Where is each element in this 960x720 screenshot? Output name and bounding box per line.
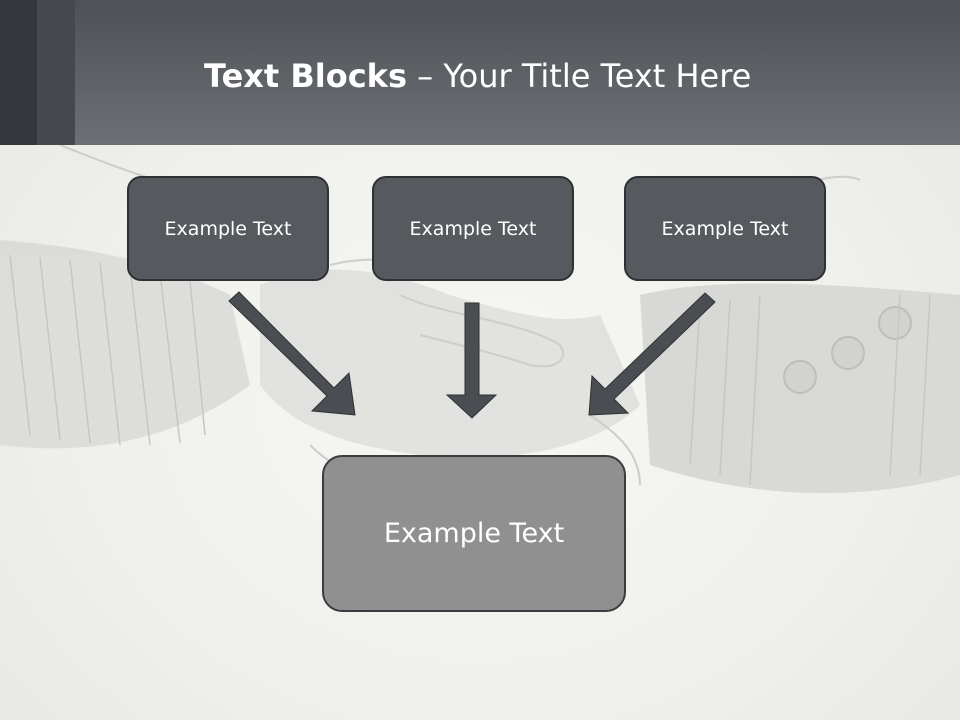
text-block-right-label: Example Text bbox=[661, 217, 789, 240]
text-block-left: Example Text bbox=[127, 176, 329, 281]
text-block-center-label: Example Text bbox=[409, 217, 537, 240]
arrow-right-icon bbox=[588, 292, 716, 416]
target-text-block: Example Text bbox=[322, 455, 626, 612]
title-bar: Text Blocks – Your Title Text Here bbox=[0, 0, 960, 145]
slide-title-dash: – bbox=[407, 57, 444, 95]
text-block-center: Example Text bbox=[372, 176, 574, 281]
arrow-down-icon bbox=[445, 302, 498, 419]
target-text-block-label: Example Text bbox=[383, 518, 565, 549]
text-block-left-label: Example Text bbox=[164, 217, 292, 240]
header-accent-strip-dark bbox=[0, 0, 37, 145]
header-accent-strip bbox=[37, 0, 75, 145]
slide-title-bold: Text Blocks bbox=[204, 57, 407, 95]
arrow-left-icon bbox=[228, 291, 356, 416]
slide-title-rest: Your Title Text Here bbox=[443, 57, 752, 95]
slide-title: Text Blocks – Your Title Text Here bbox=[204, 52, 751, 100]
text-block-right: Example Text bbox=[624, 176, 826, 281]
